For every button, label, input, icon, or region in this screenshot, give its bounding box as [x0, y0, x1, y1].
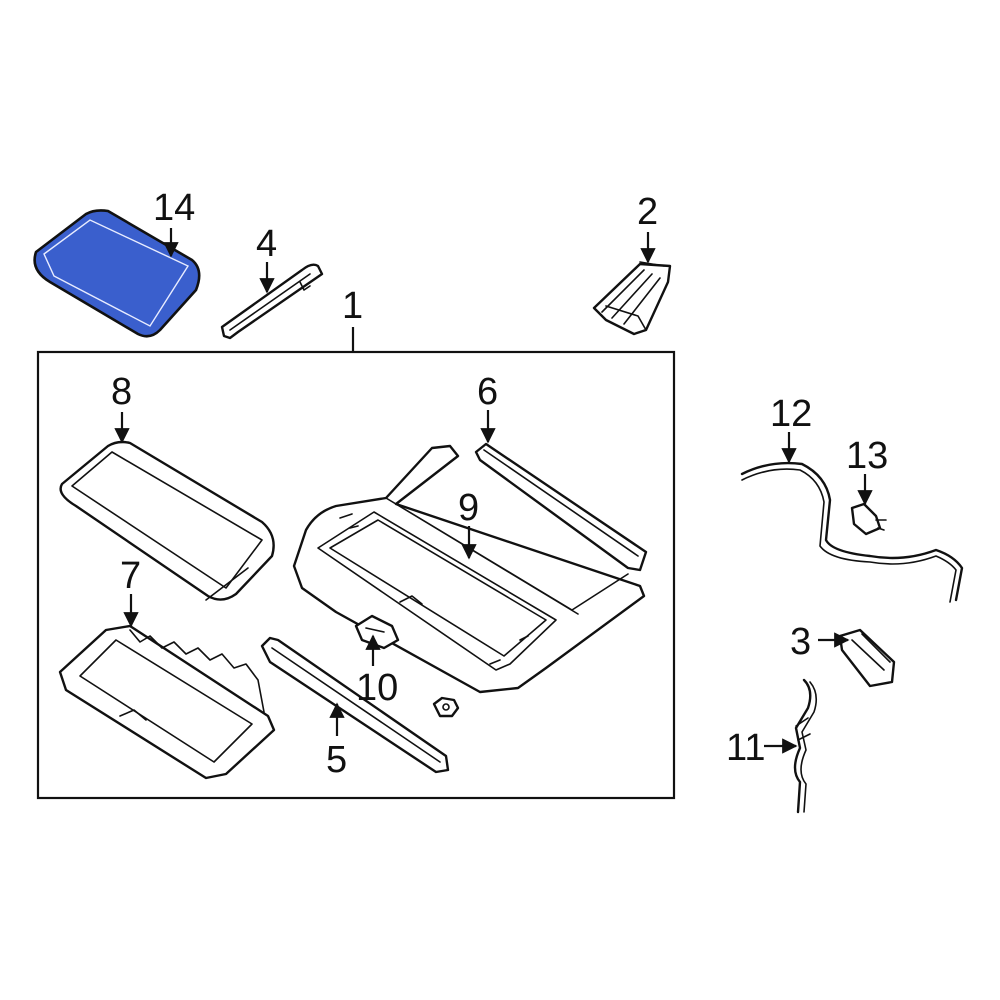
part-9-frame[interactable] — [292, 444, 646, 694]
part-13-clip[interactable] — [850, 502, 887, 536]
part-3-bracket[interactable] — [838, 628, 896, 688]
callout-8: 8 — [111, 371, 132, 413]
callout-7: 7 — [120, 555, 141, 597]
callout-14: 14 — [153, 187, 195, 229]
hex-nut[interactable] — [432, 696, 460, 718]
part-5-deflector[interactable] — [260, 636, 450, 774]
assembly-box — [36, 350, 676, 800]
part-14-glass-panel[interactable] — [33, 209, 201, 338]
callout-9: 9 — [458, 487, 479, 529]
part-11-drain-hose[interactable] — [793, 678, 818, 814]
callout-2: 2 — [637, 191, 658, 233]
part-4-guide-rail[interactable] — [220, 263, 324, 340]
part-7-sunshade[interactable] — [58, 624, 276, 780]
part-6-seal-strip[interactable] — [474, 442, 648, 572]
callout-3: 3 — [790, 621, 811, 663]
callout-6: 6 — [477, 371, 498, 413]
part-2-bracket[interactable] — [592, 261, 672, 336]
callout-10: 10 — [356, 667, 398, 709]
part-8-glass[interactable] — [59, 440, 275, 601]
callout-1: 1 — [342, 285, 363, 327]
callout-13: 13 — [846, 435, 888, 477]
callout-12: 12 — [770, 393, 812, 435]
part-12-drain-hose[interactable] — [740, 461, 964, 603]
callout-4: 4 — [256, 223, 277, 265]
callout-11: 11 — [726, 727, 765, 769]
callout-5: 5 — [326, 739, 347, 781]
